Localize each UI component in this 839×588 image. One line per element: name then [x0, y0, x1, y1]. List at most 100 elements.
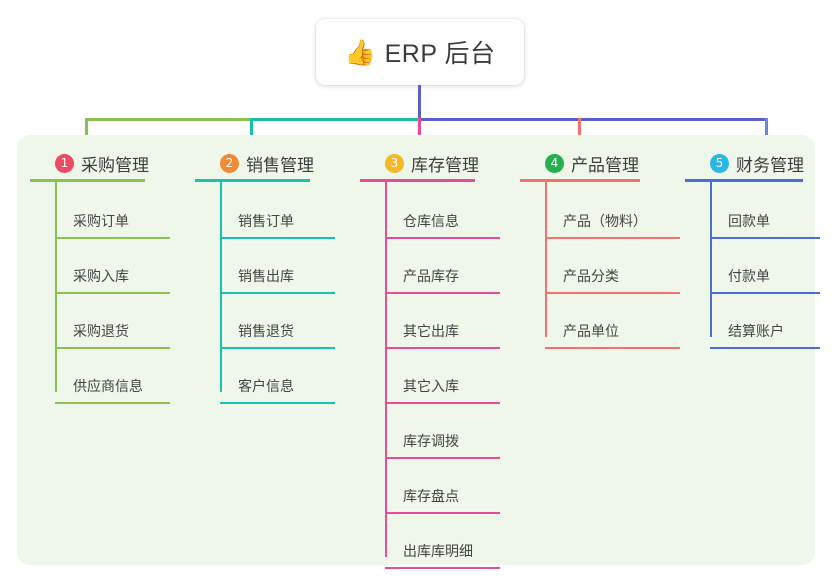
branches-panel [17, 135, 815, 565]
branch-1-item-label-1: 采购订单 [73, 213, 129, 229]
branch-5-item-rule-3 [710, 347, 820, 349]
branch-1-item-rule-1 [55, 237, 170, 239]
branch-1-item-label-4: 供应商信息 [73, 378, 143, 394]
branch-3-item-6[interactable]: 库存盘点 [385, 470, 500, 514]
branch-3-item-5[interactable]: 库存调拨 [385, 415, 500, 459]
branch-4-item-2[interactable]: 产品分类 [545, 250, 680, 294]
branch-3-item-label-7: 出库库明细 [403, 543, 473, 559]
branch-header-1[interactable]: 1 采购管理 [33, 146, 183, 180]
branch-drop-line-5 [765, 118, 768, 145]
branch-2-item-rule-2 [220, 292, 335, 294]
branch-3-item-rule-1 [385, 237, 500, 239]
thumbs-up-icon: 👍 [344, 37, 376, 67]
branch-3-item-rule-4 [385, 402, 500, 404]
branch-1-item-2[interactable]: 采购入库 [55, 250, 170, 294]
bus-segment-2 [250, 118, 420, 121]
branch-5-item-label-1: 回款单 [728, 213, 770, 229]
branch-1-item-label-2: 采购入库 [73, 268, 129, 284]
branch-3-item-rule-2 [385, 292, 500, 294]
branch-5-item-3[interactable]: 结算账户 [710, 305, 820, 349]
branch-5-item-1[interactable]: 回款单 [710, 195, 820, 239]
branch-3-item-4[interactable]: 其它入库 [385, 360, 500, 404]
branch-1-item-rule-3 [55, 347, 170, 349]
branch-4-item-rule-2 [545, 292, 680, 294]
branch-4-item-3[interactable]: 产品单位 [545, 305, 680, 349]
branch-header-3[interactable]: 3 库存管理 [363, 146, 513, 180]
branch-3-item-rule-5 [385, 457, 500, 459]
branch-4-item-1[interactable]: 产品（物料） [545, 195, 680, 239]
branch-title-1: 采购管理 [81, 155, 149, 175]
branch-2-item-2[interactable]: 销售出库 [220, 250, 335, 294]
branch-2-item-label-2: 销售出库 [238, 268, 294, 284]
branch-3-item-rule-7 [385, 567, 500, 569]
branch-stem-5 [710, 182, 712, 337]
branch-1-item-label-3: 采购退货 [73, 323, 129, 339]
branch-rule-4 [520, 179, 640, 182]
branch-1-item-1[interactable]: 采购订单 [55, 195, 170, 239]
branch-drop-line-1 [85, 118, 88, 145]
branch-drop-line-3 [418, 118, 421, 145]
branch-3-item-rule-3 [385, 347, 500, 349]
branch-stem-2 [220, 182, 222, 392]
branch-drop-line-2 [250, 118, 253, 145]
branch-5-item-2[interactable]: 付款单 [710, 250, 820, 294]
branch-3-item-label-2: 产品库存 [403, 268, 459, 284]
branch-2-item-3[interactable]: 销售退货 [220, 305, 335, 349]
branch-title-5: 财务管理 [736, 155, 804, 175]
branch-header-4[interactable]: 4 产品管理 [523, 146, 673, 180]
branch-rule-2 [195, 179, 310, 182]
branch-3-item-3[interactable]: 其它出库 [385, 305, 500, 349]
branch-badge-3: 3 [385, 153, 404, 173]
branch-title-4: 产品管理 [571, 155, 639, 175]
branch-title-2: 销售管理 [246, 155, 314, 175]
branch-5-item-label-2: 付款单 [728, 268, 770, 284]
bus-segment-1 [85, 118, 252, 121]
branch-4-item-label-2: 产品分类 [563, 268, 619, 284]
branch-2-item-label-1: 销售订单 [238, 213, 294, 229]
branch-1-item-rule-2 [55, 292, 170, 294]
branch-5-item-label-3: 结算账户 [728, 323, 784, 339]
branch-rule-5 [685, 179, 803, 182]
branch-3-item-label-4: 其它入库 [403, 378, 459, 394]
branch-drop-line-4 [578, 118, 581, 145]
branch-3-item-2[interactable]: 产品库存 [385, 250, 500, 294]
branch-4-item-label-1: 产品（物料） [563, 213, 647, 229]
branch-1-item-3[interactable]: 采购退货 [55, 305, 170, 349]
branch-4-item-rule-3 [545, 347, 680, 349]
branch-stem-1 [55, 182, 57, 392]
branch-3-item-rule-6 [385, 512, 500, 514]
branch-column-4: 4 产品管理 [523, 146, 673, 180]
branch-column-3: 3 库存管理 [363, 146, 513, 180]
branch-1-item-rule-4 [55, 402, 170, 404]
branch-2-item-rule-1 [220, 237, 335, 239]
branch-4-item-label-3: 产品单位 [563, 323, 619, 339]
branch-2-item-label-4: 客户信息 [238, 378, 294, 394]
branch-4-item-rule-1 [545, 237, 680, 239]
branch-column-1: 1 采购管理 [33, 146, 183, 180]
branch-3-item-7[interactable]: 出库库明细 [385, 525, 500, 569]
bus-segment-3 [418, 118, 768, 121]
root-stem-line [418, 85, 421, 121]
branch-5-item-rule-1 [710, 237, 820, 239]
branch-3-item-label-3: 其它出库 [403, 323, 459, 339]
branch-3-item-1[interactable]: 仓库信息 [385, 195, 500, 239]
branch-badge-1: 1 [55, 153, 74, 173]
root-node-title: ERP 后台 [384, 40, 496, 68]
branch-2-item-rule-3 [220, 347, 335, 349]
branch-3-item-label-1: 仓库信息 [403, 213, 459, 229]
branch-2-item-1[interactable]: 销售订单 [220, 195, 335, 239]
branch-badge-4: 4 [545, 153, 564, 173]
branch-1-item-4[interactable]: 供应商信息 [55, 360, 170, 404]
branch-rule-1 [30, 179, 145, 182]
branch-title-3: 库存管理 [411, 155, 479, 175]
branch-3-item-label-6: 库存盘点 [403, 488, 459, 504]
branch-2-item-4[interactable]: 客户信息 [220, 360, 335, 404]
branch-stem-3 [385, 182, 387, 557]
branch-2-item-rule-4 [220, 402, 335, 404]
root-node-card[interactable]: 👍 ERP 后台 [316, 19, 524, 85]
branch-3-item-label-5: 库存调拨 [403, 433, 459, 449]
